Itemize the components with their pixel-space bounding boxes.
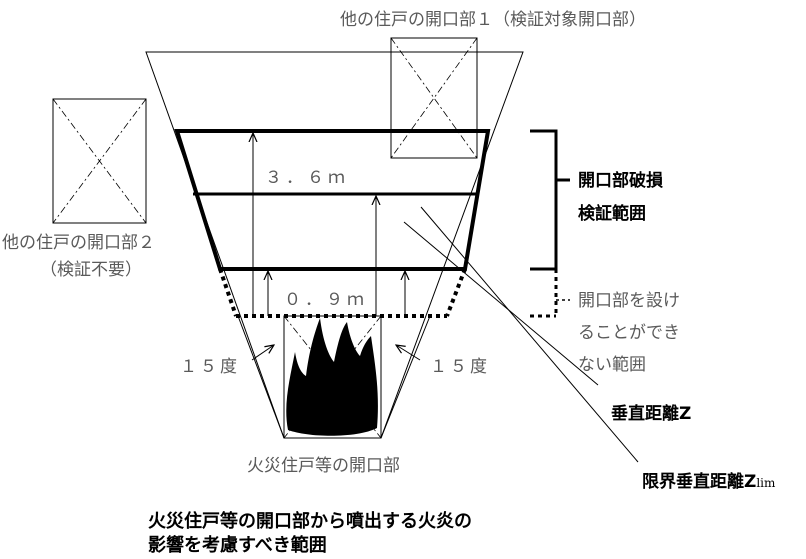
label-limit-main: 限界垂直距離Z xyxy=(642,471,756,492)
no-opening-side-right xyxy=(445,268,467,317)
caption-line2: 影響を考慮すべき範囲 xyxy=(148,534,327,556)
label-opening2-line1: 他の住戸の開口部２ xyxy=(2,233,155,253)
label-limit-vertical-distance: 限界垂直距離Zlim xyxy=(642,471,776,492)
bracket-main xyxy=(530,129,558,271)
label-bracket-sub-line3: ない範囲 xyxy=(578,355,646,375)
flame-shape xyxy=(286,318,378,436)
leader-vertical-distance xyxy=(403,221,599,386)
label-fire-opening: 火災住戸等の開口部 xyxy=(247,456,400,476)
label-angle-right: １５度 xyxy=(430,357,490,377)
label-limit-subscript: lim xyxy=(756,476,776,490)
label-angle-left: １５度 xyxy=(180,357,240,377)
angle-arrow-left xyxy=(251,345,274,361)
label-bracket-sub-line2: ることができ xyxy=(578,323,680,343)
label-opening1: 他の住戸の開口部１（検証対象開口部） xyxy=(340,10,646,30)
opening1-diag-2 xyxy=(390,37,478,159)
spread-line-left xyxy=(237,315,285,439)
verification-zone xyxy=(174,129,491,271)
angle-arrow-right xyxy=(396,345,421,361)
label-dim-0-9m: ０．９ｍ xyxy=(284,290,368,310)
opening1-rect xyxy=(390,37,478,159)
leader-limit-distance xyxy=(420,206,639,463)
no-opening-side-left xyxy=(218,268,238,317)
spread-line-right xyxy=(380,315,431,439)
label-bracket-sub-line1: 開口部を設け xyxy=(578,291,680,311)
opening1-diag-1 xyxy=(390,37,478,159)
label-bracket-main-line2: 検証範囲 xyxy=(578,203,646,224)
label-opening2-line2: （検証不要） xyxy=(40,260,142,280)
caption-line1: 火災住戸等の開口部から噴出する火炎の xyxy=(148,510,472,532)
label-dim-3-6m: ３．６ｍ xyxy=(265,168,349,188)
label-bracket-main-line1: 開口部破損 xyxy=(578,170,664,191)
label-vertical-distance: 垂直距離Z xyxy=(611,403,691,424)
opening2-rect xyxy=(52,98,147,224)
opening2-diag-2 xyxy=(52,98,147,224)
